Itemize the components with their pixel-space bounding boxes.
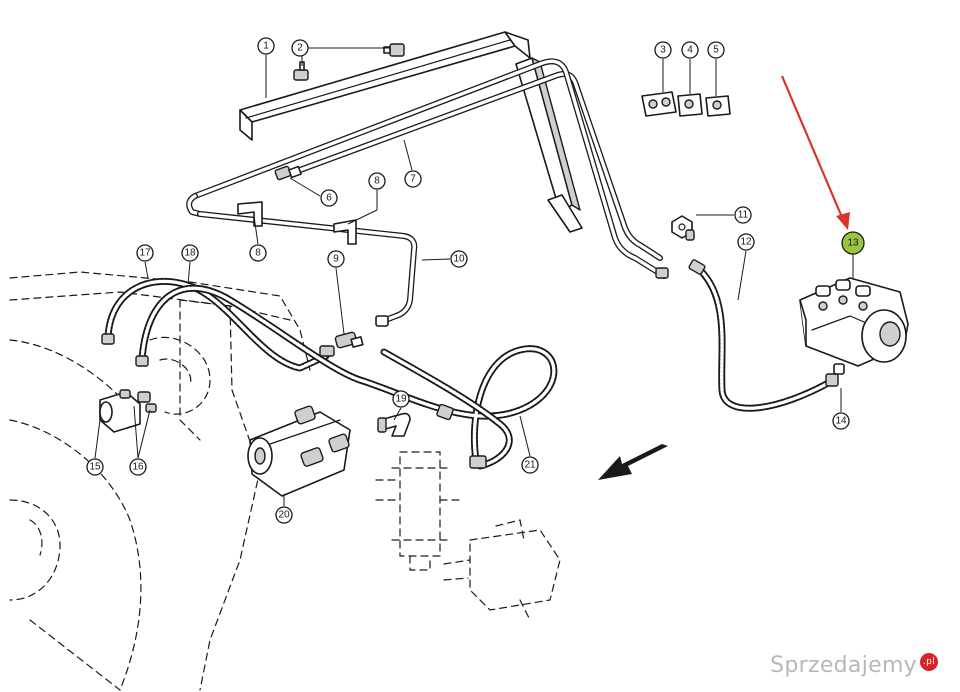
hose-fittings [101, 259, 706, 469]
part-11-nut [671, 215, 695, 241]
svg-text:10: 10 [453, 254, 465, 265]
svg-text:7: 7 [410, 174, 416, 185]
callout-10: 10 [450, 250, 468, 268]
callout-7: 7 [404, 170, 422, 188]
callout-9: 9 [327, 250, 345, 268]
callout-17: 17 [136, 244, 154, 262]
callout-19: 19 [392, 390, 410, 408]
svg-text:13: 13 [847, 238, 859, 249]
callout-12: 12 [737, 233, 755, 251]
part-8-clamps [237, 201, 357, 245]
callout-15: 15 [86, 458, 104, 476]
svg-text:19: 19 [395, 394, 407, 405]
watermark-tld: .pl [920, 653, 938, 671]
watermark-text: Sprzedajemy [770, 653, 917, 678]
svg-text:16: 16 [132, 462, 144, 473]
callout-20: 20 [275, 506, 293, 524]
svg-text:14: 14 [835, 416, 847, 427]
callout-18: 18 [181, 244, 199, 262]
svg-text:1: 1 [263, 41, 269, 52]
svg-text:18: 18 [184, 248, 196, 259]
part-1-bracket-beam [239, 31, 583, 233]
callout-14: 14 [832, 412, 850, 430]
red-pointer-arrow [780, 75, 850, 230]
svg-text:4: 4 [687, 45, 693, 56]
callout-21: 21 [521, 456, 539, 474]
callout-8-bottom: 8 [249, 244, 267, 262]
part-14-fitting [825, 363, 845, 387]
svg-text:3: 3 [660, 45, 666, 56]
watermark-logo: Sprzedajemy.pl [770, 653, 938, 678]
part-4-clamp-block [677, 93, 703, 117]
callout-11: 11 [734, 206, 752, 224]
parts-3-4-5-clamp-blocks [641, 91, 731, 117]
svg-text:11: 11 [738, 210, 749, 221]
callout-16: 16 [129, 458, 147, 476]
svg-text:17: 17 [139, 248, 151, 259]
callout-leaders [94, 47, 854, 506]
svg-text:20: 20 [278, 510, 290, 521]
svg-text:2: 2 [297, 43, 303, 54]
part-9-tee-fitting [334, 315, 389, 349]
part-16-fittings [119, 389, 157, 413]
part-13-hydraulic-pump [799, 277, 909, 367]
part-5-clamp-block [705, 95, 731, 117]
callout-13-highlighted: 13 [841, 231, 865, 255]
callout-3: 3 [654, 41, 672, 59]
part-19-elbow [377, 412, 411, 437]
callouts: 1 2 3 4 5 6 7 8 8 9 10 11 12 13 14 15 16… [86, 37, 865, 524]
part-15-pump-block [99, 391, 141, 433]
callout-1: 1 [257, 37, 275, 55]
callout-4: 4 [681, 41, 699, 59]
callout-8-top: 8 [368, 172, 386, 190]
hoses [104, 266, 834, 470]
part-3-clamp-block [641, 91, 677, 117]
svg-text:6: 6 [326, 193, 332, 204]
svg-text:21: 21 [524, 460, 536, 471]
callout-6: 6 [320, 189, 338, 207]
svg-text:8: 8 [374, 176, 380, 187]
part-10-rigid-tube [197, 211, 418, 325]
direction-arrow [598, 444, 668, 480]
svg-text:12: 12 [740, 237, 752, 248]
svg-text:15: 15 [89, 462, 101, 473]
callout-2: 2 [291, 39, 309, 57]
svg-text:5: 5 [713, 45, 719, 56]
callout-5: 5 [707, 41, 725, 59]
reference-components [375, 451, 561, 621]
part-6-fitting [274, 165, 302, 181]
part-20-valve [247, 405, 351, 497]
svg-text:9: 9 [333, 254, 339, 265]
part-7-rigid-tube [186, 58, 667, 279]
svg-text:8: 8 [255, 248, 261, 259]
